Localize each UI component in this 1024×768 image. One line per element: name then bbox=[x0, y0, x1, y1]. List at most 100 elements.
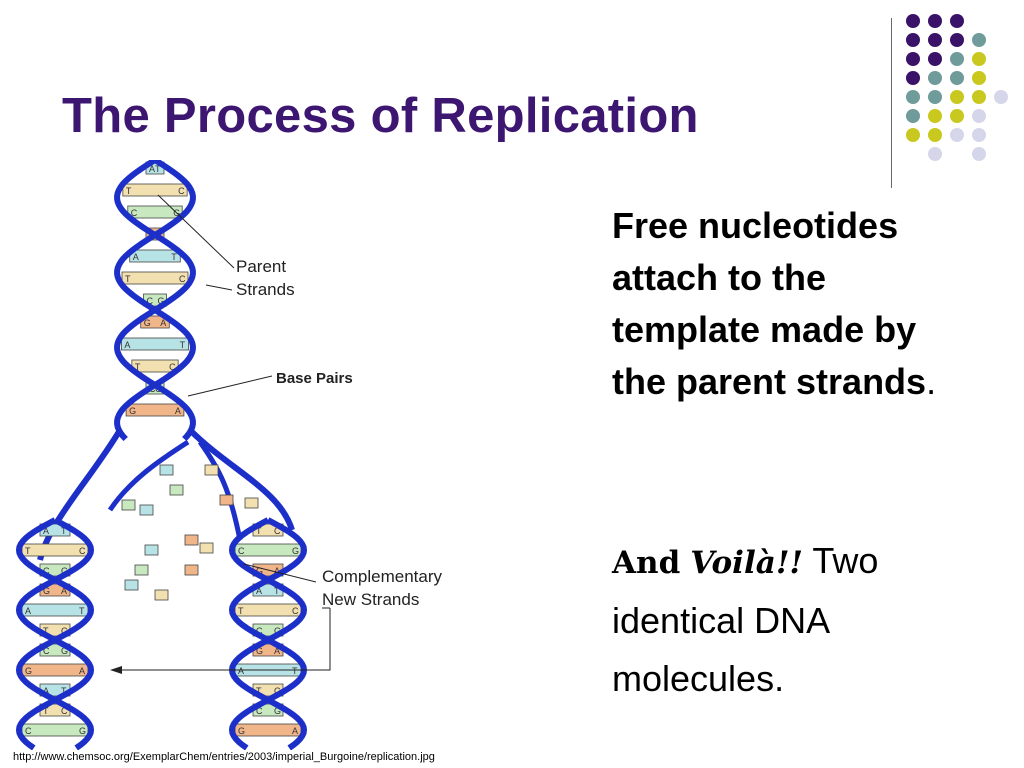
label-strands: Strands bbox=[236, 280, 295, 299]
base-letter: C bbox=[169, 362, 176, 372]
decorative-dot bbox=[928, 14, 942, 28]
free-nucleotide bbox=[219, 494, 234, 506]
base-letter: T bbox=[43, 626, 49, 636]
base-letter: T bbox=[125, 274, 131, 284]
fork-backbone-inner-left bbox=[107, 439, 190, 512]
base-letter: A bbox=[61, 586, 67, 596]
base-letter: T bbox=[135, 362, 141, 372]
base-letter: C bbox=[274, 526, 281, 536]
leader-complementary-1 bbox=[243, 563, 317, 583]
free-nucleotide bbox=[159, 464, 174, 476]
label-new-strands: New Strands bbox=[322, 590, 419, 609]
daughter-backbone-1a bbox=[15, 517, 95, 750]
leader-parent-1 bbox=[157, 194, 235, 269]
decorative-dot bbox=[972, 71, 986, 85]
base-letter: T bbox=[155, 164, 161, 174]
base-letter: G bbox=[144, 318, 151, 328]
base-letter: G bbox=[256, 566, 263, 576]
base-letter: G bbox=[274, 626, 281, 636]
decorative-dot bbox=[950, 128, 964, 142]
base-letter: C bbox=[147, 296, 154, 306]
decorative-dot bbox=[972, 109, 986, 123]
free-nucleotide bbox=[154, 589, 169, 601]
base-letter: A bbox=[274, 566, 280, 576]
base-letter: G bbox=[274, 706, 281, 716]
decorative-dot bbox=[994, 90, 1008, 104]
free-nucleotide bbox=[124, 579, 139, 591]
base-letter: T bbox=[61, 526, 67, 536]
base-letter: C bbox=[238, 546, 245, 556]
base-letter: A bbox=[133, 252, 139, 262]
fork-backbone-right bbox=[187, 427, 295, 531]
base-letter: G bbox=[61, 566, 68, 576]
base-letter: A bbox=[25, 606, 31, 616]
base-letter: A bbox=[79, 666, 85, 676]
base-letter: C bbox=[25, 726, 32, 736]
decorative-dot bbox=[906, 109, 920, 123]
base-pair bbox=[121, 271, 189, 285]
parent-backbone-2 bbox=[114, 160, 196, 442]
decorative-dot bbox=[950, 33, 964, 47]
base-letter: C bbox=[79, 546, 86, 556]
slide-title: The Process of Replication bbox=[62, 89, 699, 143]
free-nucleotide bbox=[121, 499, 136, 511]
base-letter: A bbox=[256, 586, 262, 596]
base-letter: G bbox=[129, 406, 136, 416]
free-nucleotide bbox=[144, 544, 159, 556]
base-letter: C bbox=[131, 208, 138, 218]
base-letter: C bbox=[256, 706, 263, 716]
and-word: And bbox=[612, 545, 681, 581]
voila-word: Voilà!! bbox=[690, 545, 804, 581]
source-url: http://www.chemsoc.org/ExemplarChem/entr… bbox=[13, 751, 435, 763]
decorative-dot bbox=[972, 147, 986, 161]
decorative-dot bbox=[928, 128, 942, 142]
base-letter: T bbox=[25, 546, 31, 556]
conclusion-text: Two identical DNA molecules. bbox=[612, 540, 879, 699]
base-pair bbox=[122, 183, 188, 197]
free-nucleotide bbox=[134, 564, 149, 576]
base-letter: A bbox=[43, 526, 49, 536]
base-letter: C bbox=[43, 566, 50, 576]
base-letter: G bbox=[292, 546, 299, 556]
decorative-dot bbox=[950, 109, 964, 123]
base-letter: A bbox=[238, 666, 244, 676]
decorative-dot bbox=[950, 71, 964, 85]
base-letter: G bbox=[256, 646, 263, 656]
base-letter: G bbox=[238, 726, 245, 736]
base-letter: T bbox=[43, 706, 49, 716]
leader-parent-2 bbox=[205, 284, 233, 291]
leader-bracket bbox=[120, 608, 331, 671]
fork-backbone-left bbox=[37, 428, 123, 561]
free-nucleotide bbox=[244, 497, 259, 509]
decorative-dot bbox=[972, 90, 986, 104]
label-complementary: Complementary bbox=[322, 567, 442, 586]
parent-backbone-1 bbox=[114, 160, 196, 442]
base-letter: T bbox=[274, 586, 280, 596]
base-letter: A bbox=[274, 646, 280, 656]
free-nucleotide bbox=[184, 564, 199, 576]
base-letter: A bbox=[124, 340, 130, 350]
base-letter: T bbox=[126, 186, 132, 196]
base-letter: A bbox=[43, 686, 49, 696]
base-letter: C bbox=[292, 606, 299, 616]
daughter-backbone-2a bbox=[228, 517, 308, 750]
base-letter: C bbox=[61, 626, 68, 636]
base-letter: C bbox=[274, 686, 281, 696]
decorative-dot bbox=[906, 52, 920, 66]
base-letter: G bbox=[79, 726, 86, 736]
base-letter: A bbox=[292, 726, 298, 736]
base-letter: T bbox=[256, 526, 262, 536]
base-pair bbox=[121, 337, 189, 351]
base-letter: C bbox=[61, 706, 68, 716]
base-letter: C bbox=[256, 626, 263, 636]
decorative-dot-grid bbox=[906, 14, 1008, 164]
base-letter: G bbox=[43, 586, 50, 596]
base-letter: T bbox=[61, 686, 67, 696]
free-nucleotide bbox=[169, 484, 184, 496]
decorative-dot bbox=[972, 33, 986, 47]
decorative-dot bbox=[928, 90, 942, 104]
decorative-dot bbox=[928, 109, 942, 123]
nucleotides-text: Free nucleotides attach to the template … bbox=[612, 205, 927, 402]
free-nucleotide bbox=[184, 534, 199, 546]
